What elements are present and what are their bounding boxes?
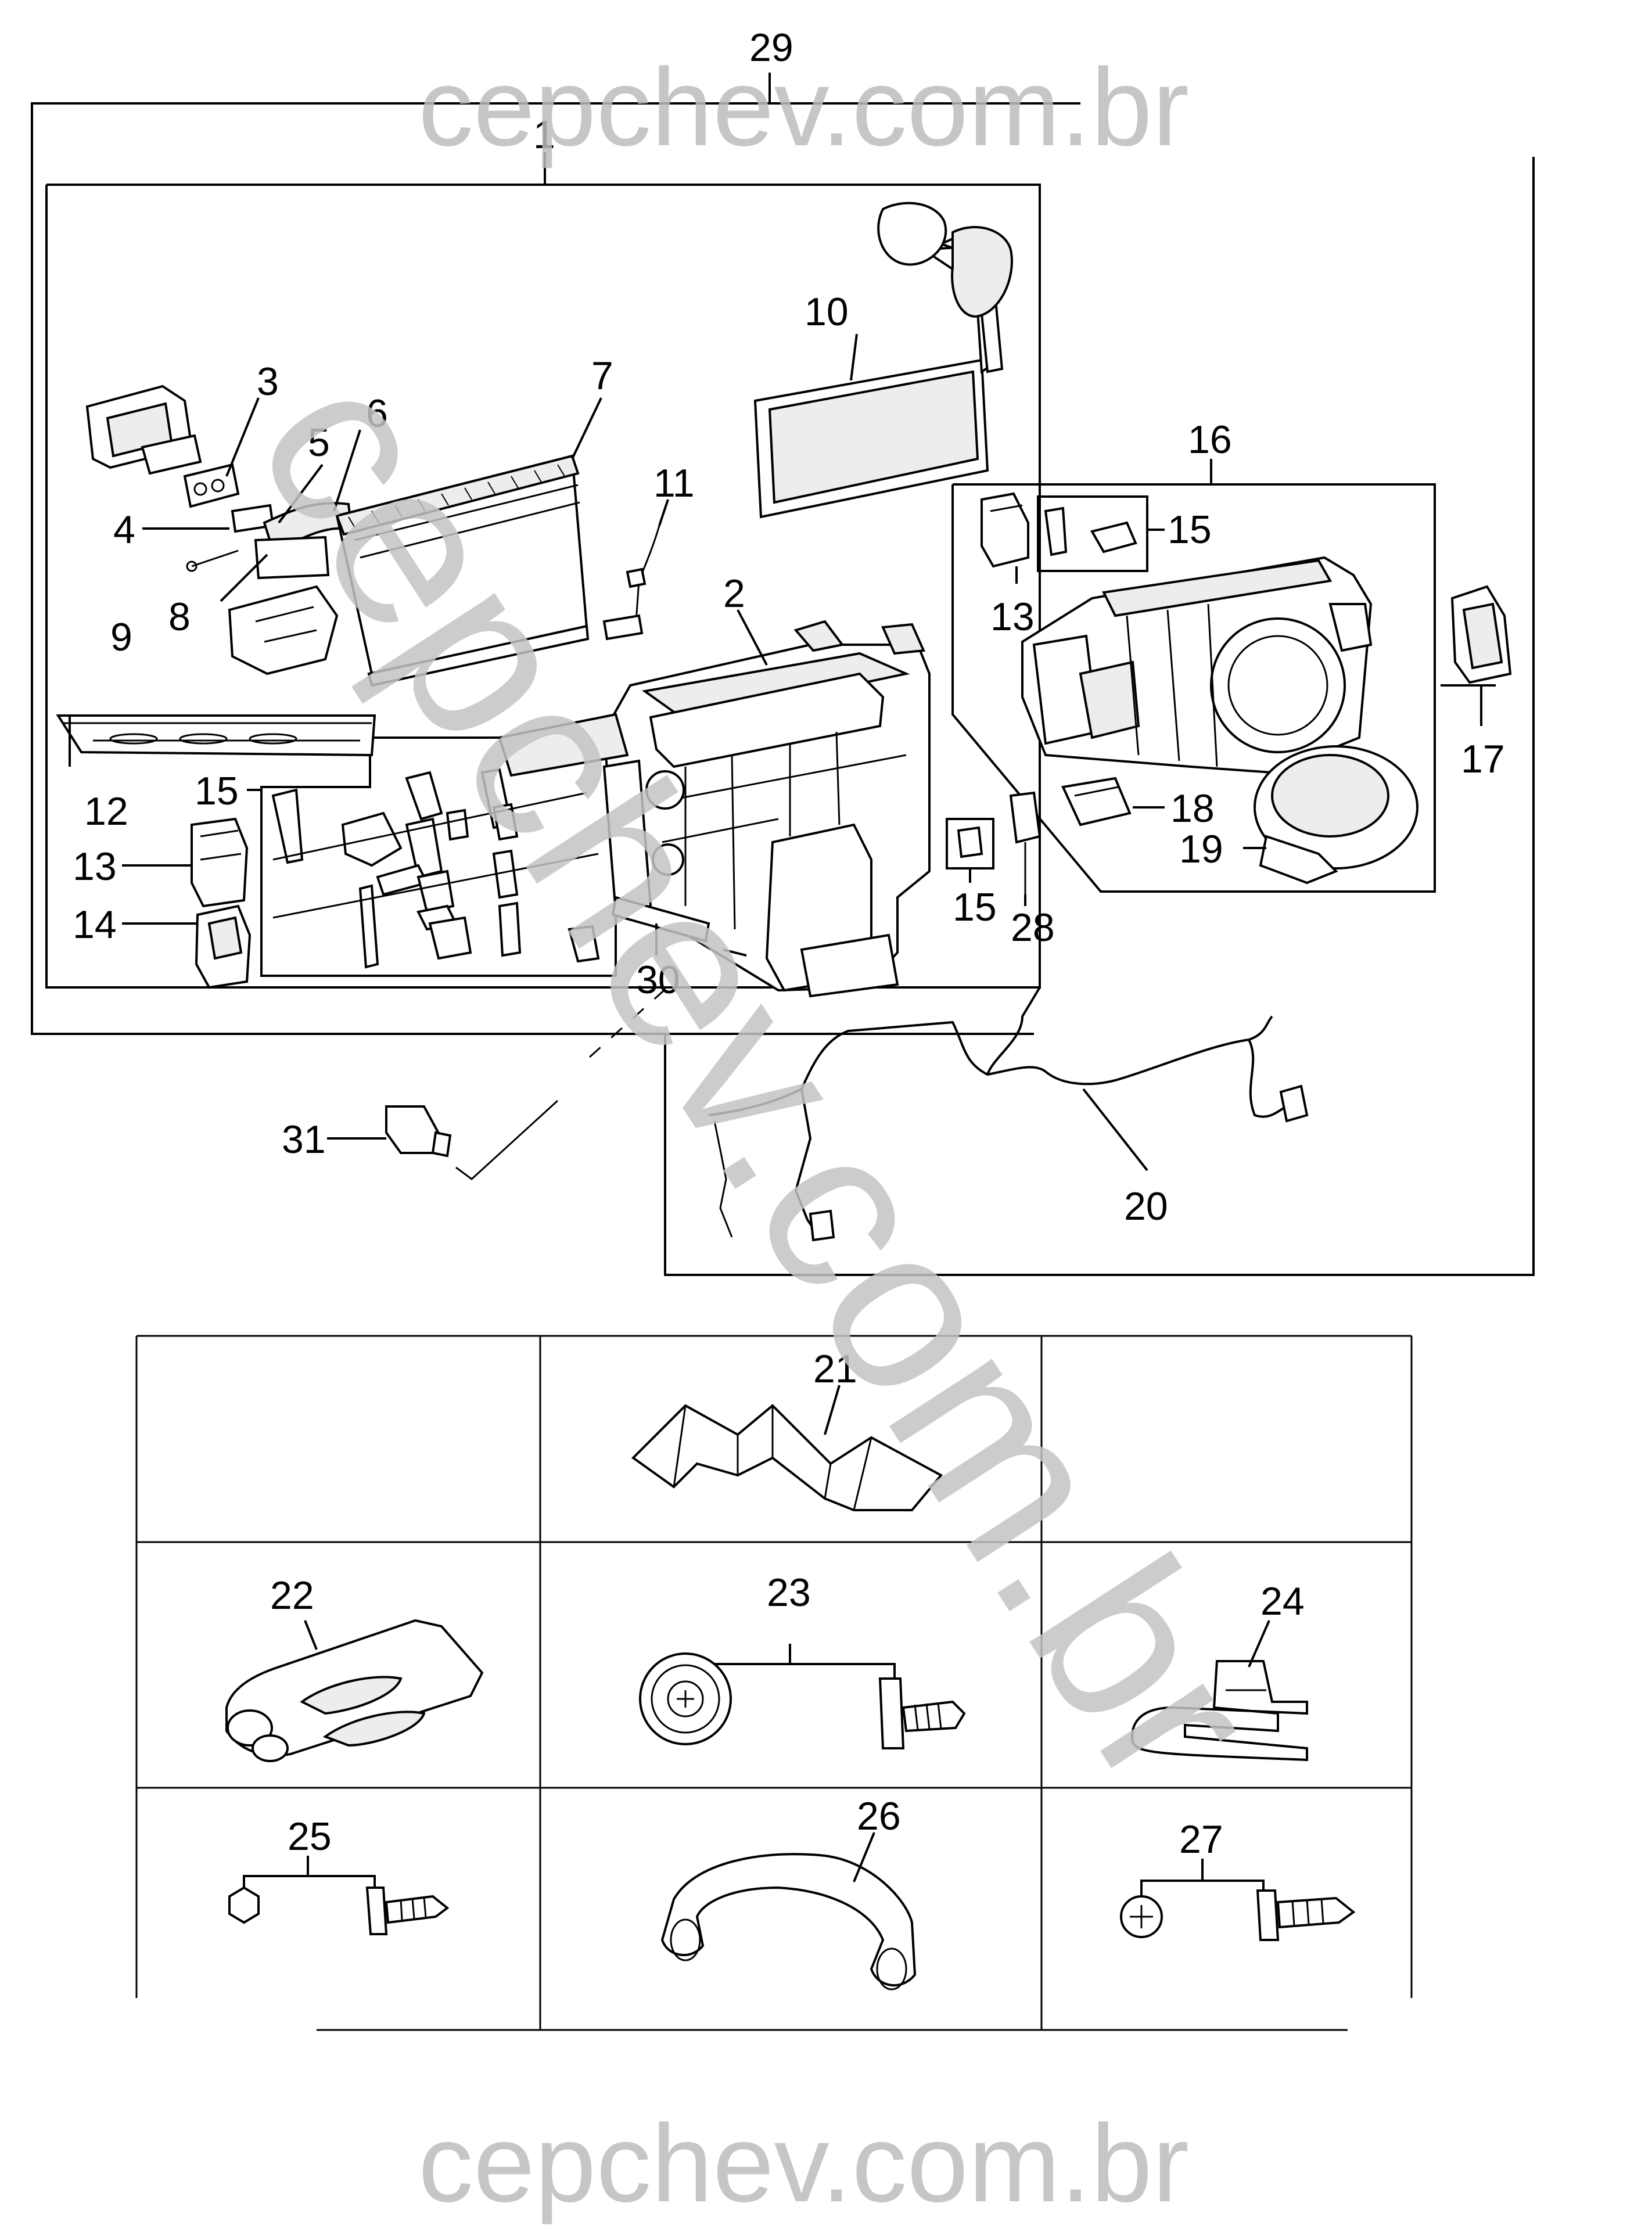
callout-4: 4 [113, 508, 135, 552]
part-10-heater-core [753, 202, 1013, 519]
callout-16: 16 [1188, 418, 1232, 462]
callout-10: 10 [805, 290, 849, 334]
callout-25: 25 [288, 1814, 332, 1859]
callout-15c: 15 [953, 885, 997, 929]
part-15-linkage-kit [271, 768, 600, 969]
part-28-sensor [1009, 791, 1042, 894]
part-25-hex-screw [228, 1856, 450, 1935]
callout-1: 1 [533, 113, 555, 157]
part-14-actuator [195, 904, 252, 989]
part-13-actuator-right [981, 492, 1029, 568]
callout-20: 20 [1124, 1184, 1168, 1228]
callout-11: 11 [653, 461, 695, 505]
part-23-nut-screw [639, 1644, 966, 1749]
part-7-evaporator [335, 454, 590, 687]
callout-27: 27 [1179, 1817, 1223, 1862]
leader-lines [69, 333, 1496, 925]
fastener-grid [135, 1335, 1413, 2031]
callout-15a: 15 [1168, 508, 1212, 552]
callout-13a: 13 [990, 595, 1035, 639]
callout-30: 30 [636, 958, 680, 1002]
part-15-small-box [946, 818, 994, 869]
callout-labels: 29 1 3 6 5 7 10 11 4 9 8 2 16 15 13 17 1… [73, 26, 1505, 1862]
callout-21: 21 [813, 1347, 857, 1391]
callout-7: 7 [591, 354, 613, 398]
part-27-phillips-screw [1120, 1859, 1356, 1941]
part-18-resistor [1061, 777, 1132, 827]
part-expansion-valve [186, 502, 353, 580]
callout-26: 26 [857, 1794, 901, 1838]
part-19-blower-motor [1254, 745, 1418, 885]
callout-15b: 15 [195, 769, 239, 813]
callout-24: 24 [1260, 1579, 1305, 1623]
callout-5: 5 [308, 421, 330, 465]
callout-22: 22 [270, 1573, 314, 1618]
assembly-frames [31, 73, 1535, 1276]
part-11-sensor [602, 525, 660, 641]
watermark-diagonal: cepchev.com.br [207, 327, 1310, 1830]
callout-8: 8 [168, 595, 191, 639]
callout-23: 23 [767, 1571, 811, 1615]
callout-6: 6 [366, 391, 388, 436]
callout-19: 19 [1179, 827, 1223, 871]
callout-29: 29 [749, 26, 793, 70]
callout-12: 12 [84, 789, 128, 833]
callout-2: 2 [723, 572, 745, 616]
callout-3: 3 [257, 360, 279, 404]
part-20-wiring-harness [708, 986, 1309, 1242]
watermark-top: cepchev.com.br [418, 46, 1189, 169]
part-17-actuator [1450, 585, 1512, 684]
callout-13b: 13 [73, 845, 117, 889]
part-evaporator-bracket [228, 585, 339, 675]
part-15-lever-box [1037, 495, 1148, 572]
part-16-blower-case [1021, 556, 1373, 774]
callout-9: 9 [110, 615, 132, 659]
part-22-clip [225, 1619, 484, 1762]
callout-31: 31 [282, 1118, 326, 1162]
watermark-bottom: cepchev.com.br [418, 2102, 1189, 2225]
part-30-drain-hose [611, 896, 747, 957]
callout-18: 18 [1170, 786, 1215, 831]
part-31-connector [327, 980, 675, 1180]
callout-14: 14 [73, 903, 117, 947]
part-13-actuator-left [191, 817, 249, 908]
callout-17: 17 [1461, 737, 1505, 781]
part-12-filter-tray [56, 714, 376, 757]
callout-28: 28 [1011, 906, 1055, 950]
part-26-strap [660, 1832, 917, 1990]
part-24-spring-nut [1131, 1620, 1308, 1762]
part-2-hvac-case [498, 620, 931, 998]
part-21-foam-tape [631, 1385, 943, 1511]
part-3-control-housing [85, 385, 240, 508]
